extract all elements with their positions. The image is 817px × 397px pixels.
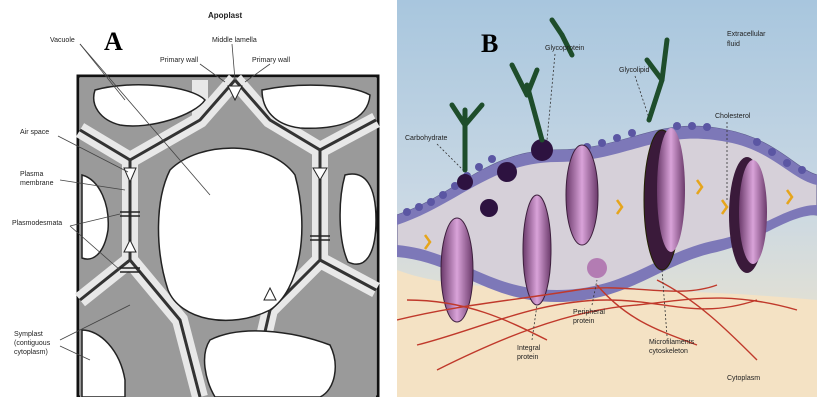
label-glycoprotein: Glycoprotein [545,45,584,52]
label-integral-2: protein [517,354,539,361]
label-carbohydrate: Carbohydrate [405,135,448,142]
bottom-vacuole [205,331,336,397]
panel-b-membrane-diagram: B Extracellular fluid Glycoprotein Glyco… [397,0,817,397]
label-plasmodesmata: Plasmodesmata [12,220,62,227]
protein-4-highlight [657,128,685,252]
label-extracellular: Extracellular [727,31,766,38]
protein-5-highlight [739,160,767,264]
label-plasma-1: Plasma [20,171,43,178]
label-symplast-2: (contiguous [14,340,51,347]
label-peripheral-1: Peripheral [573,309,605,316]
label-symplast-1: Symplast [14,331,43,338]
label-peripheral-2: protein [573,318,595,325]
panel-a-letter: A [104,27,123,56]
label-cholesterol: Cholesterol [715,113,751,120]
central-vacuole [158,148,301,320]
right-vacuole [340,174,376,264]
protein-3 [566,145,598,245]
label-cytoplasm: Cytoplasm [727,375,760,382]
panel-a-cell-wall-diagram: A Apoplast Vacuole Middle lamella Primar… [0,0,392,397]
label-primary-wall-right: Primary wall [252,57,291,64]
label-plasma-2: membrane [20,180,54,187]
cell-wall-svg: A Apoplast Vacuole Middle lamella Primar… [0,0,392,397]
label-fluid: fluid [727,41,740,48]
label-integral-1: Integral [517,345,541,352]
protein-2 [523,195,551,305]
label-symplast-3: cytoplasm) [14,349,48,356]
label-middle-lamella: Middle lamella [212,37,257,44]
label-primary-wall-left: Primary wall [160,57,199,64]
label-air-space: Air space [20,129,49,136]
label-glycolipid: Glycolipid [619,67,649,74]
label-vacuole: Vacuole [50,37,75,44]
membrane-svg: B Extracellular fluid Glycoprotein Glyco… [397,0,817,397]
label-apoplast: Apoplast [208,11,243,20]
label-microfilaments-1: Microfilaments [649,339,695,346]
label-microfilaments-2: cytoskeleton [649,348,688,355]
panel-b-letter: B [481,29,498,58]
